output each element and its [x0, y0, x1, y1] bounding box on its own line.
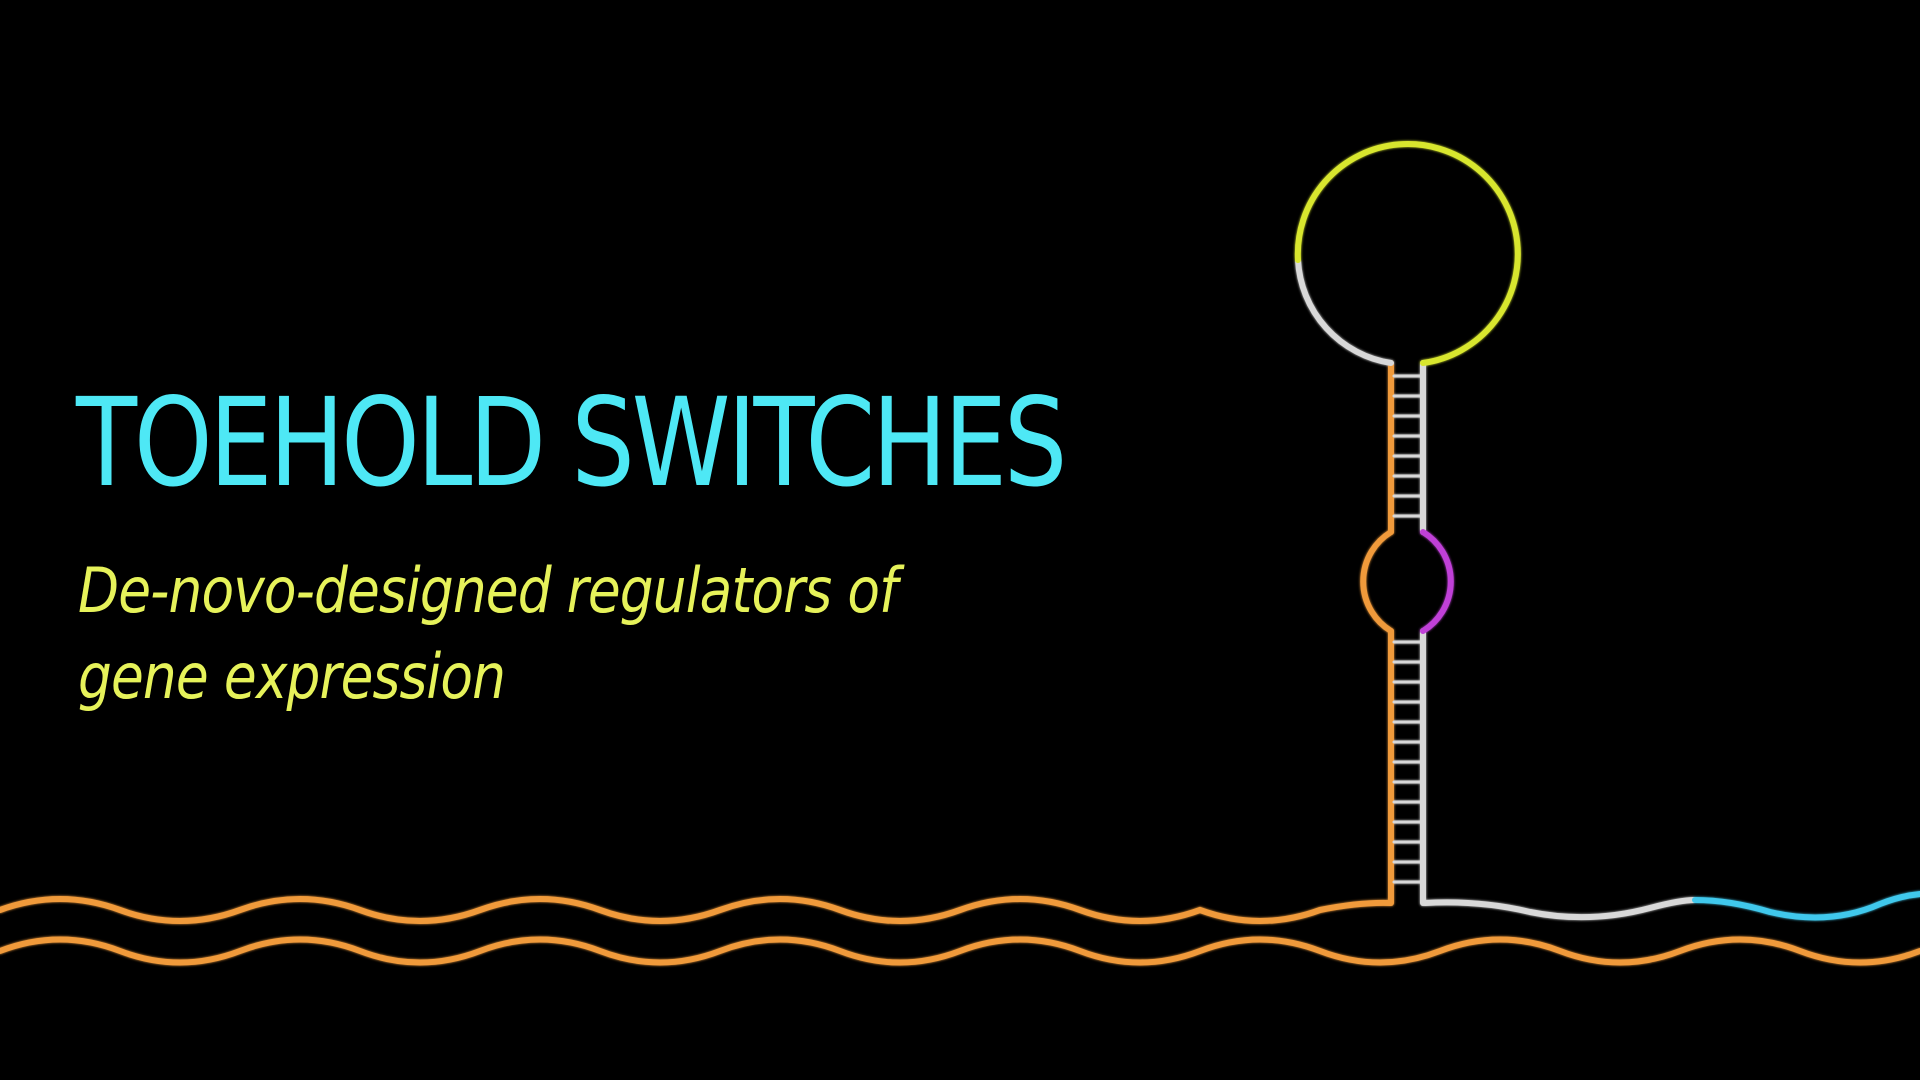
hairpin-loop-white-arc: [1295, 257, 1394, 366]
subtitle-line-2: gene expression: [78, 640, 506, 713]
slide-subtitle: De-novo-designed regulators of gene expr…: [78, 548, 898, 720]
subtitle-line-1: De-novo-designed regulators of: [78, 554, 898, 627]
upper-strand-cyan-segment: [1692, 891, 1920, 921]
lower-mrna-strand: [0, 936, 1920, 966]
upper-strand-orange-segment: [0, 896, 1393, 924]
base-pair-rungs: [1392, 374, 1422, 884]
upper-strand-white-segment: [1422, 897, 1698, 921]
bulge-magenta-arc: [1420, 529, 1454, 634]
slide-title: TOEHOLD SWITCHES: [76, 372, 1067, 514]
hairpin-loop-yellow-arc: [1294, 141, 1521, 366]
bulge-orange-arc: [1360, 529, 1394, 634]
